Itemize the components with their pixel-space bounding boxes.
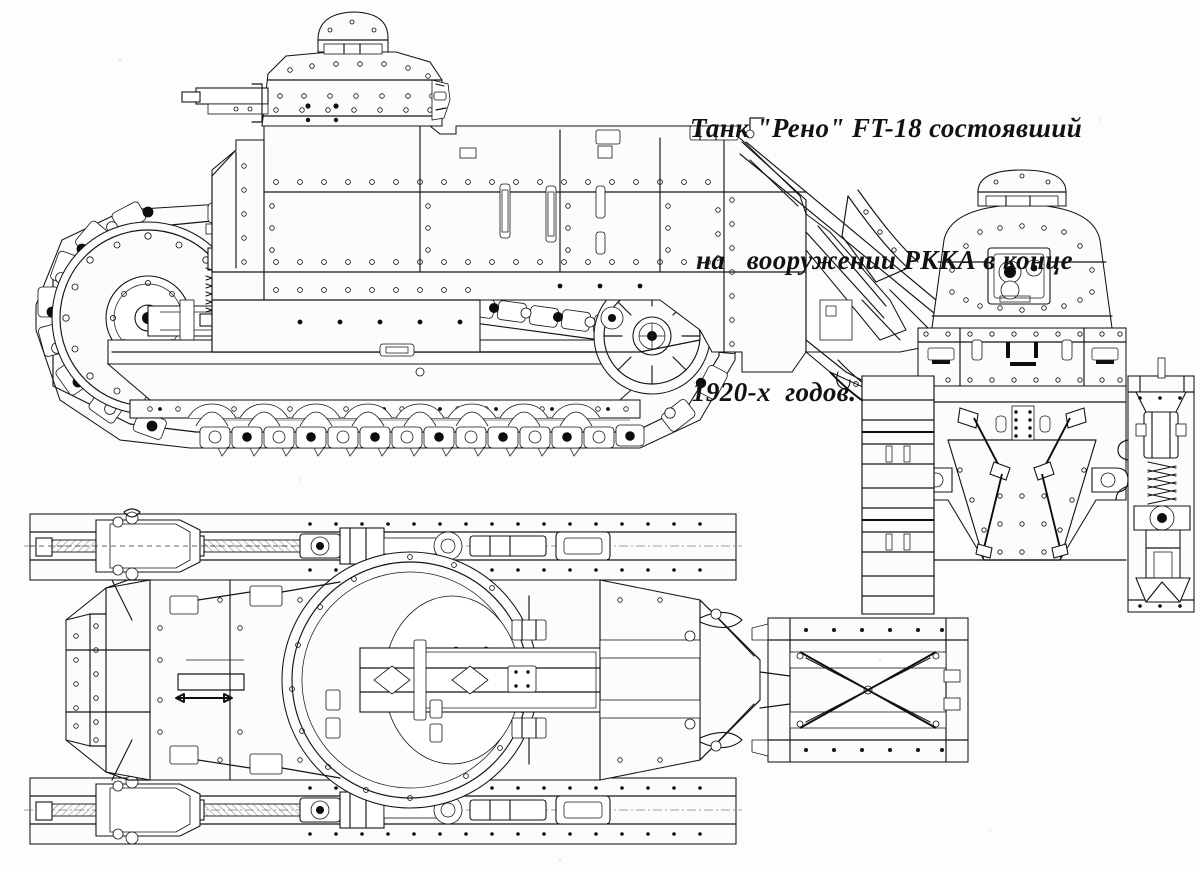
plan-engine-deck: [325, 595, 701, 765]
coil-spring: [1147, 461, 1177, 505]
drawing-caption: Танк "Рено" FT-18 состоявший на вооружен…: [690, 18, 1180, 458]
front-suspension-section: [1115, 357, 1195, 613]
side-elevation-view: [35, 11, 1015, 457]
bogie-frame: [106, 339, 641, 427]
front-turret: [931, 169, 1113, 329]
hull-vision-slots: [459, 145, 613, 255]
front-view-tail-fragment: [841, 189, 919, 283]
plan-nose: [65, 579, 151, 781]
front-elevation-view: [841, 169, 1195, 615]
plan-driver-area: [175, 659, 245, 703]
plan-view: [24, 508, 969, 845]
hull-rivets: [241, 163, 735, 347]
track-return-roller: [600, 306, 624, 330]
plan-hull-body: [65, 551, 761, 809]
turret-rear-hatch: [431, 79, 451, 121]
front-track-left: [861, 375, 935, 615]
machine-gun-barrel: [181, 83, 269, 123]
mantlet: [987, 247, 1051, 305]
track-tensioner-bottom: [35, 775, 611, 845]
turret-cupola: [317, 11, 389, 55]
caption-line-1: Танк "Рено" FT-18 состоявший: [690, 113, 1083, 143]
rear-rail: [595, 117, 765, 145]
plan-side-hinges: [169, 581, 341, 779]
road-wheel-bogies: [187, 367, 601, 427]
front-hull-lower: [915, 385, 1129, 561]
caption-line-2: на вооружении РККА в конце: [696, 245, 1074, 275]
side-turret: [181, 11, 451, 127]
plan-hinges: [507, 619, 547, 739]
plan-tail-frame: [751, 617, 969, 763]
front-suspension-arms: [957, 407, 1087, 559]
front-hull-upper: [917, 327, 1127, 387]
plan-rear-taper: [699, 599, 761, 761]
plan-deck-fittings: [325, 639, 489, 743]
caption-line-3: 1920-х годов.: [692, 377, 857, 407]
tow-shackle-right: [1091, 467, 1129, 493]
